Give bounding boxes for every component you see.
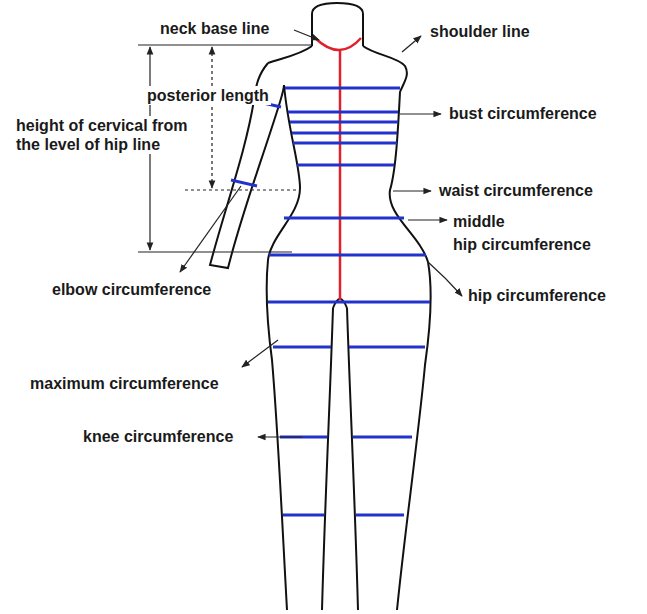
waist-reference-line <box>185 189 300 190</box>
leader-line <box>258 436 302 437</box>
centre-lines <box>315 38 361 300</box>
measurement-label: knee circumference <box>81 427 235 446</box>
left-shoulder <box>268 46 312 63</box>
measurement-label: bust circumference <box>447 104 599 123</box>
leader-line <box>428 262 462 296</box>
measurement-label: posterior length <box>145 86 271 105</box>
hip-reference-line <box>138 251 292 252</box>
torso-right <box>363 46 431 610</box>
measurement-label: waist circumference <box>437 181 595 200</box>
measurement-label: hip circumference <box>466 286 608 305</box>
measurement-label: middle hip circumference <box>451 210 593 256</box>
measurement-label: neck base line <box>158 19 271 38</box>
girth-lines <box>231 88 430 515</box>
neck-base-curve <box>315 38 361 50</box>
leader-line <box>294 30 319 40</box>
measurement-label: height of cervical from the level of hip… <box>14 116 190 154</box>
top-reference-line <box>138 44 312 45</box>
leader-line <box>180 186 241 272</box>
leader-line <box>393 190 431 191</box>
neck-form <box>312 3 363 46</box>
leader-line <box>400 113 441 114</box>
measurement-label: shoulder line <box>428 22 532 41</box>
leader-line <box>242 340 278 367</box>
girth-line <box>268 88 430 515</box>
measurement-label: maximum circumference <box>28 374 221 393</box>
leader-line <box>408 219 447 220</box>
leader-line <box>402 36 421 52</box>
measurement-label: elbow circumference <box>50 280 213 299</box>
posterior-length-arrow <box>211 47 212 188</box>
arm-girth-line <box>231 101 281 186</box>
